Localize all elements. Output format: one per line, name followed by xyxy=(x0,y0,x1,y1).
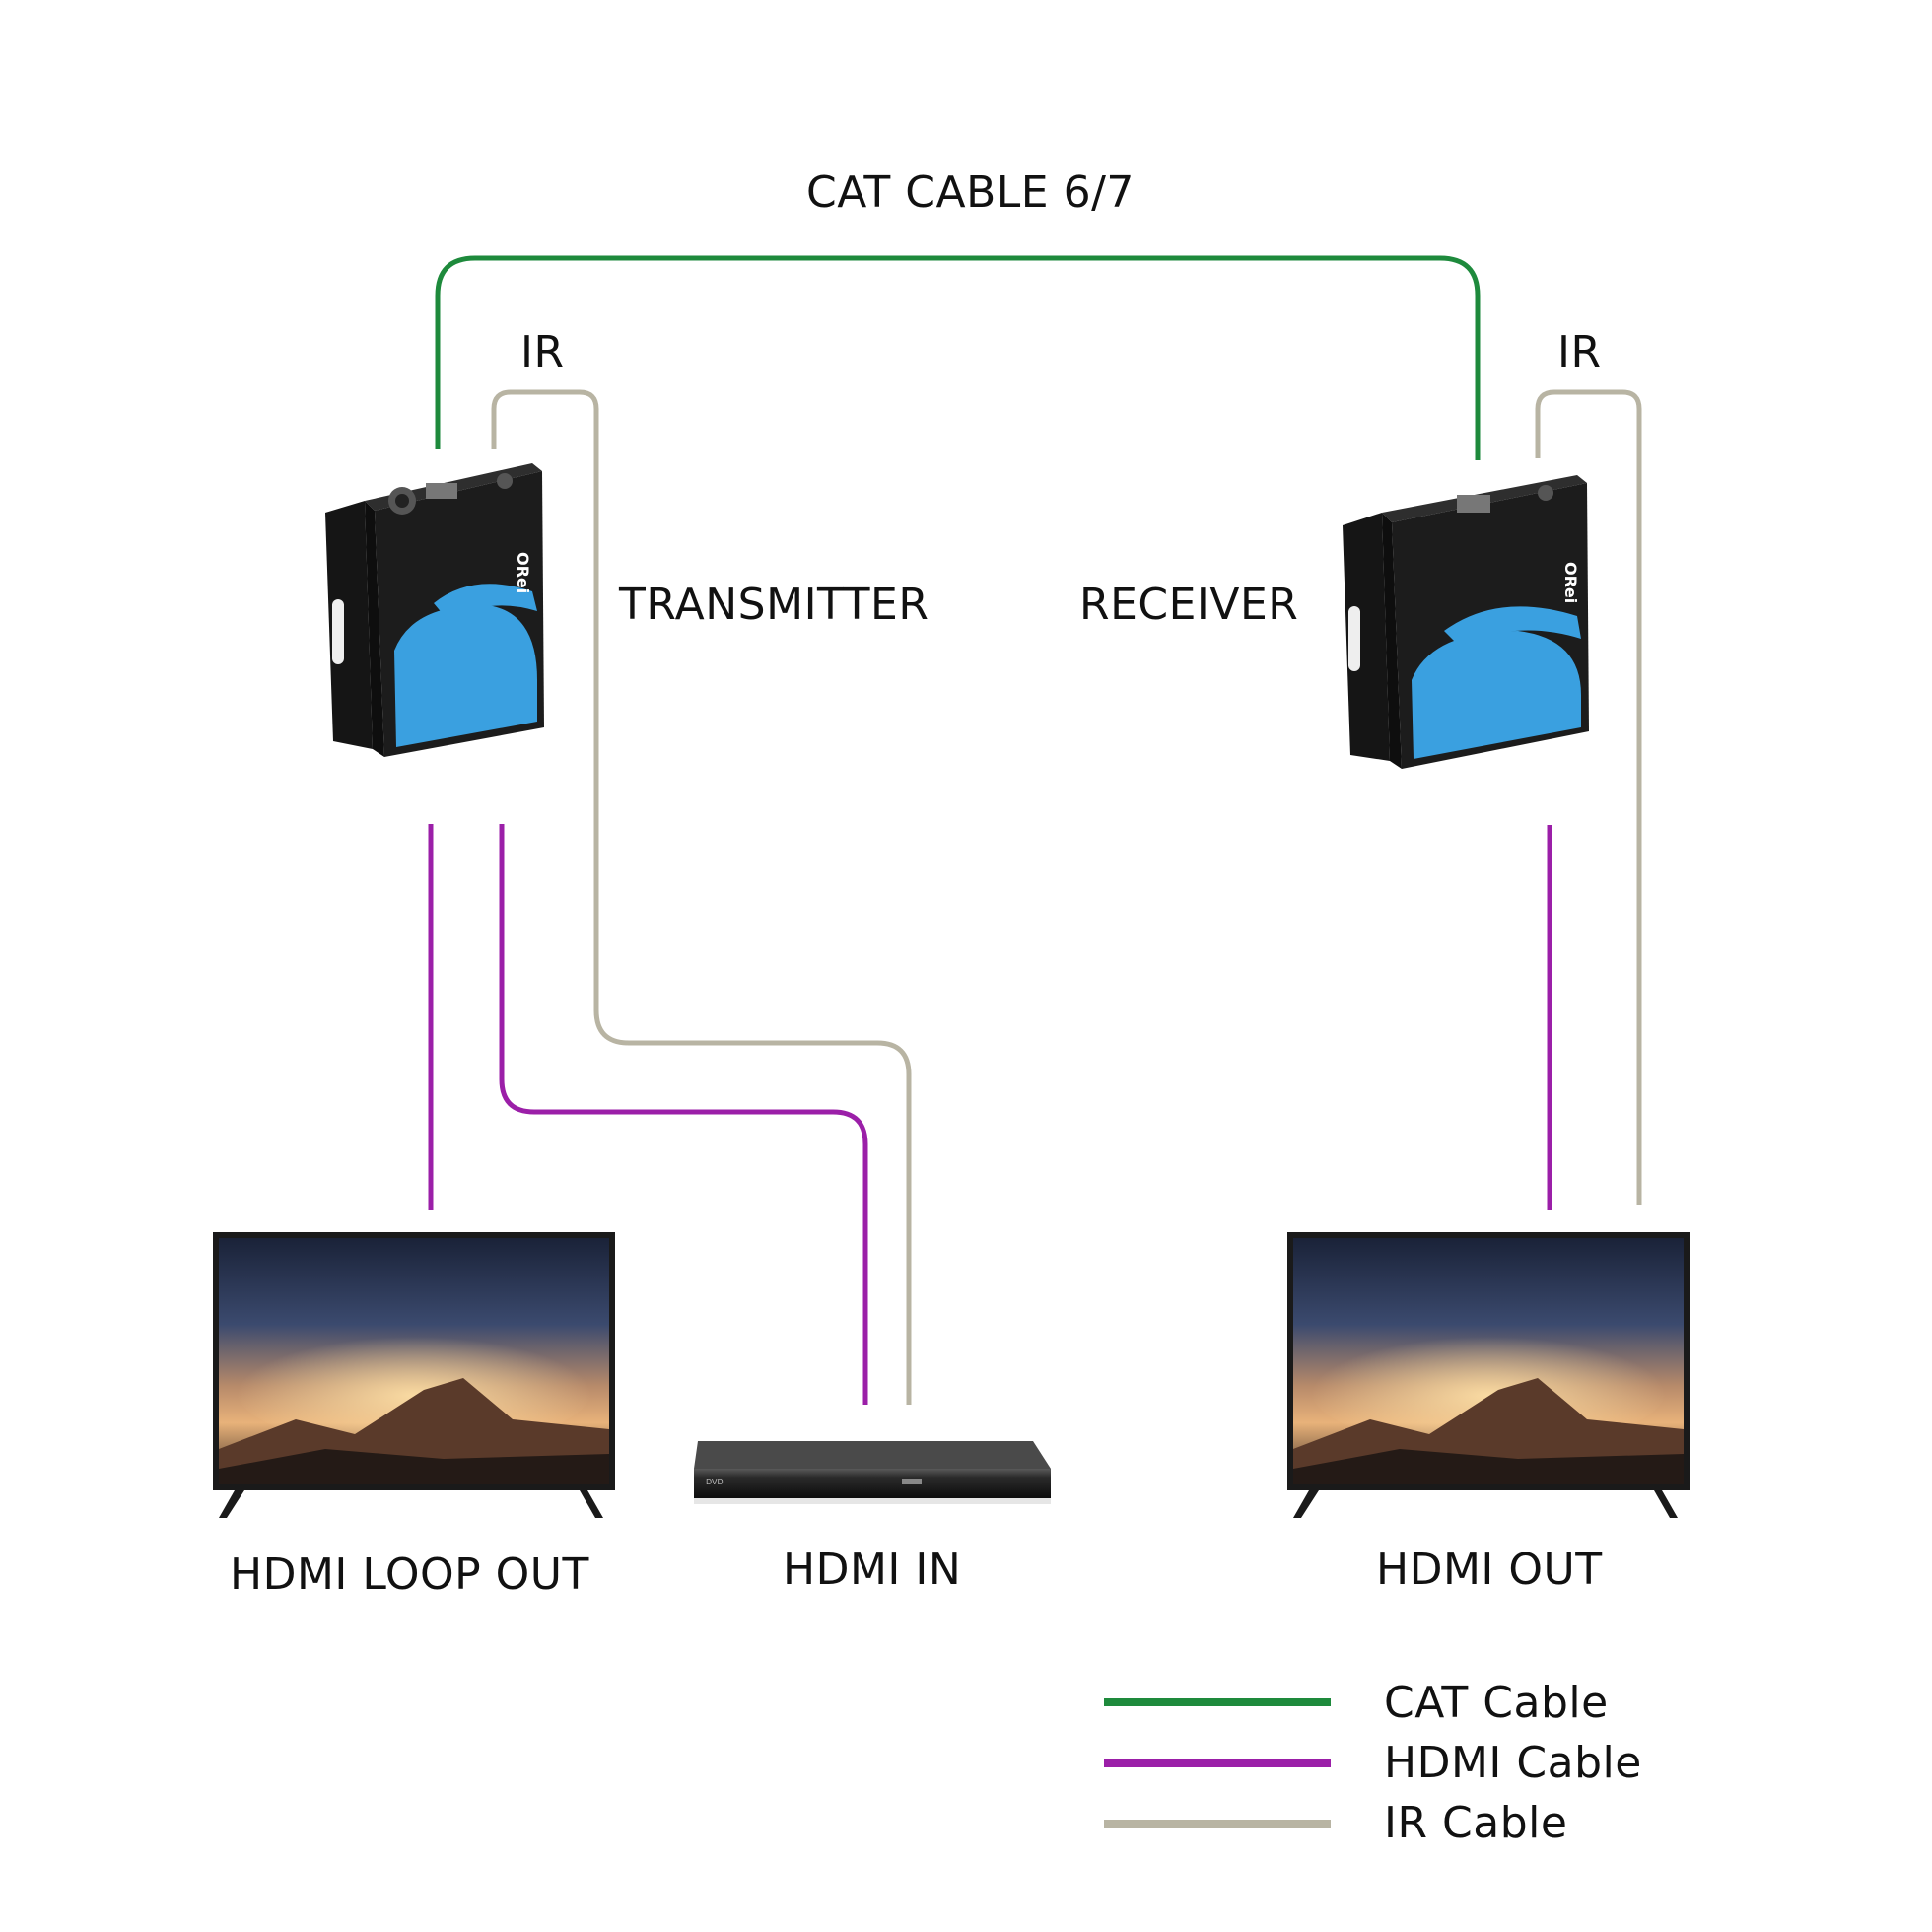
transmitter-cat-port xyxy=(426,483,457,499)
cat-cable-line xyxy=(435,255,1481,460)
media-player-brand: DVD xyxy=(706,1478,724,1486)
transmitter-label: TRANSMITTER xyxy=(619,580,930,630)
receiver-label: RECEIVER xyxy=(1079,580,1299,630)
tv-right xyxy=(1287,1232,1690,1518)
media-player-front xyxy=(694,1469,1051,1498)
receiver-bracket-slot xyxy=(1348,606,1360,671)
media-player-shadow xyxy=(694,1498,1051,1504)
tv-right-stand-right xyxy=(1654,1490,1678,1518)
transmitter-device: ORei xyxy=(325,463,544,757)
tv-left-stand-right xyxy=(580,1490,603,1518)
media-player: DVD xyxy=(694,1441,1051,1504)
hdmi-loop-out-label: HDMI LOOP OUT xyxy=(230,1550,589,1600)
tv-right-stand-left xyxy=(1293,1490,1319,1518)
tv-left-foreground xyxy=(219,1449,609,1484)
transmitter-blue-accent xyxy=(394,605,537,747)
legend-cat-label: CAT Cable xyxy=(1384,1678,1609,1728)
transmitter-brand: ORei xyxy=(514,552,532,593)
receiver-side-face xyxy=(1382,513,1402,769)
receiver-bracket xyxy=(1343,513,1390,761)
ir-left-label: IR xyxy=(520,327,565,378)
receiver-ir-port xyxy=(1538,485,1553,501)
ir-cable-left-line xyxy=(491,389,912,1405)
cat-cable-label: CAT CABLE 6/7 xyxy=(806,168,1135,218)
legend-hdmi-label: HDMI Cable xyxy=(1384,1738,1642,1788)
tv-left-stand-left xyxy=(219,1490,244,1518)
tv-left xyxy=(213,1232,615,1518)
transmitter-blue-arrow xyxy=(434,584,537,621)
legend xyxy=(1104,1698,1331,1828)
transmitter-ir-port xyxy=(497,473,513,489)
transmitter-dc-port-inner xyxy=(395,494,409,508)
ir-right-label: IR xyxy=(1557,327,1602,378)
media-player-slot xyxy=(902,1479,922,1484)
receiver-blue-accent xyxy=(1412,631,1581,759)
transmitter-bracket xyxy=(325,501,373,749)
transmitter-bracket-slot xyxy=(332,599,344,664)
receiver-brand: ORei xyxy=(1561,562,1580,603)
hdmi-in-label: HDMI IN xyxy=(783,1545,962,1595)
receiver-blue-arrow xyxy=(1444,606,1581,646)
receiver-device: ORei xyxy=(1343,475,1589,769)
media-player-top xyxy=(694,1441,1051,1469)
tv-right-foreground xyxy=(1293,1449,1684,1484)
legend-ir-label: IR Cable xyxy=(1384,1798,1568,1848)
hdmi-in-line xyxy=(499,824,868,1405)
transmitter-side-face xyxy=(365,501,384,757)
hdmi-out-label: HDMI OUT xyxy=(1376,1545,1603,1595)
receiver-cat-port xyxy=(1457,495,1490,513)
ir-cable-right-line xyxy=(1535,389,1642,1205)
